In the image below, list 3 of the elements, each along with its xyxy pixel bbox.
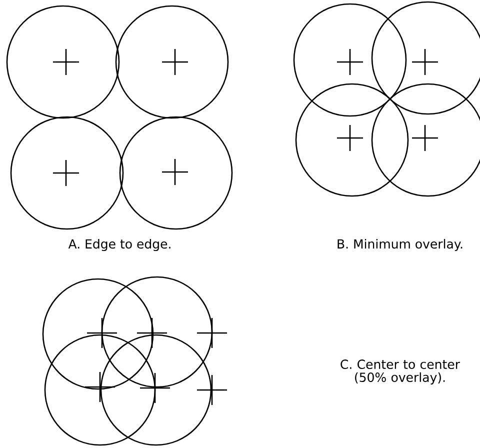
caption: B. Minimum overlay. (338, 238, 462, 252)
caption: C. Center to center (50% overlay). (340, 360, 460, 384)
caption: A. Edge to edge. (68, 238, 170, 252)
